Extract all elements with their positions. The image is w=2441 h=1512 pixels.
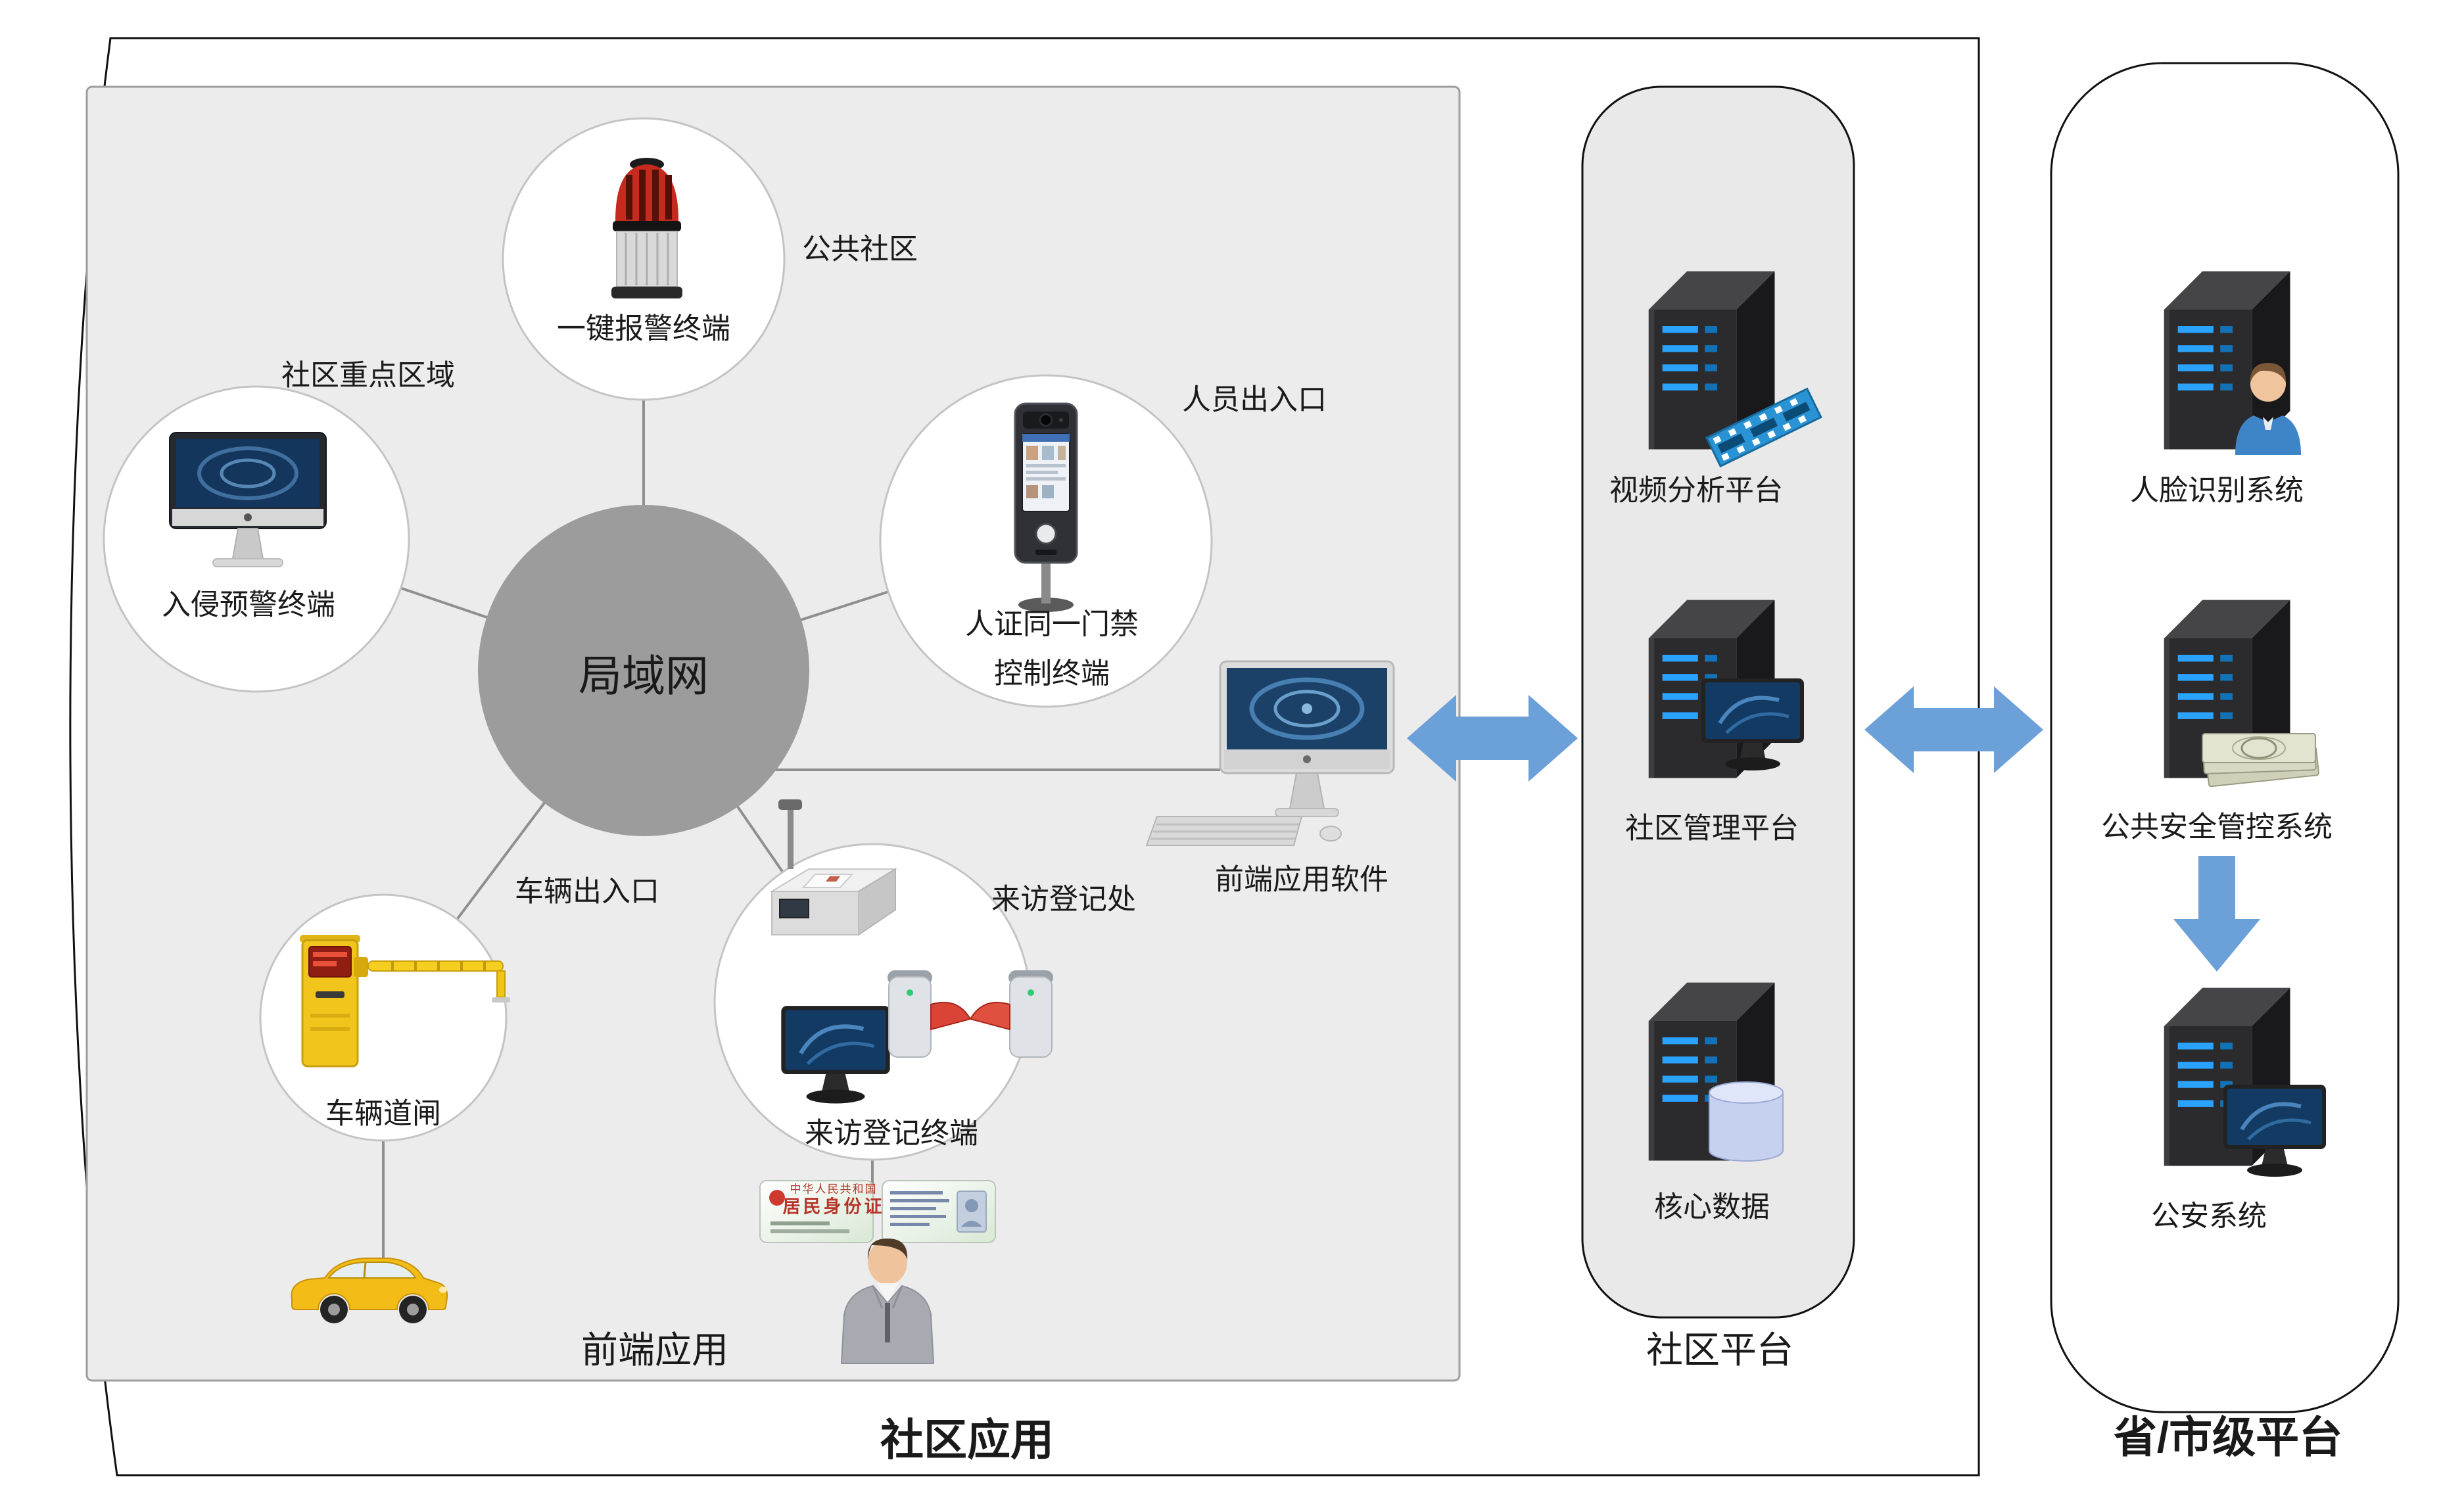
alarm-beacon-icon — [611, 158, 682, 298]
tag-public-community: 公共社区 — [802, 233, 918, 266]
police-system-label: 公安系统 — [2151, 1200, 2267, 1233]
person-avatar-icon — [2235, 363, 2301, 455]
id-card-country-text: 中华人民共和国 — [790, 1183, 878, 1196]
community-management-label: 社区管理平台 — [1625, 812, 1799, 845]
car-icon — [291, 1258, 448, 1323]
id-card-title-text: 居民身份证 — [782, 1197, 885, 1217]
tag-visitor-registry: 来访登记处 — [991, 883, 1136, 916]
lan-label: 局域网 — [579, 651, 709, 700]
video-analysis-label: 视频分析平台 — [1609, 474, 1783, 507]
tag-vehicle-entrance: 车辆出入口 — [515, 875, 659, 908]
film-strip-icon — [1705, 387, 1822, 468]
lan-circle — [478, 505, 809, 836]
tag-person-entrance: 人员出入口 — [1182, 383, 1327, 416]
left-middle-arrow — [1407, 695, 1578, 782]
intrusion-node-label: 入侵预警终端 — [162, 588, 335, 621]
access-node-label-line1: 人证同一门禁 — [965, 608, 1139, 641]
barrier-gate-icon — [300, 935, 510, 1068]
public-security-label: 公共安全管控系统 — [2101, 811, 2333, 843]
access-node-label-line2: 控制终端 — [994, 657, 1110, 690]
face-recognition-label: 人脸识别系统 — [2130, 474, 2304, 507]
province-platform-title: 省/市级平台 — [2113, 1412, 2343, 1461]
tag-key-area: 社区重点区域 — [281, 359, 455, 392]
turnstile-icon — [888, 970, 1053, 1058]
frontend-area-label: 前端应用 — [581, 1329, 728, 1371]
money-icon — [2202, 733, 2319, 788]
database-icon — [1709, 1081, 1784, 1162]
community-application-title: 社区应用 — [880, 1415, 1054, 1464]
id-cards-icon — [759, 1180, 996, 1243]
visitor-node-label: 来访登记终端 — [805, 1117, 978, 1150]
frontend-software-label: 前端应用软件 — [1215, 863, 1388, 896]
vehicle-node-label: 车辆道闸 — [325, 1097, 441, 1130]
community-platform-title: 社区平台 — [1646, 1329, 1793, 1371]
security-to-police-arrow — [2173, 856, 2260, 972]
alarm-node-label: 一键报警终端 — [557, 312, 730, 345]
middle-right-arrow — [1864, 686, 2043, 773]
id-card-text: 中华人民共和国 居民身份证 — [783, 1183, 885, 1218]
document-scanner-icon — [769, 799, 898, 936]
visitor-person-icon — [840, 1239, 935, 1364]
access-kiosk-icon — [1014, 402, 1078, 612]
core-data-label: 核心数据 — [1654, 1191, 1770, 1223]
frontend-computer-icon — [1145, 660, 1395, 846]
intrusion-monitor-icon — [169, 432, 327, 567]
access-node-label: 人证同一门禁 控制终端 — [965, 600, 1139, 699]
